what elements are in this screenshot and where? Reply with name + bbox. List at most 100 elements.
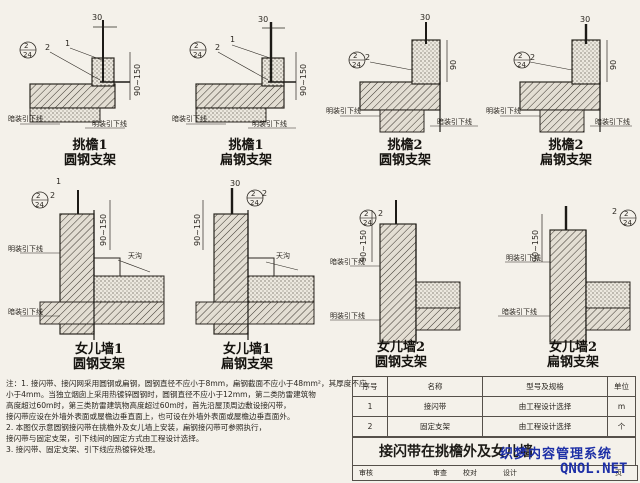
header-spec: 型号及规格 [482, 376, 608, 397]
drawing-labels: 30 30 30 30 30 2 1 2 1 2 2 2 1 2 2 2 2 2… [8, 13, 632, 320]
cell-spec: 由工程设计选择 [482, 416, 608, 437]
detail-eave2-flat [500, 24, 632, 133]
ref-top-g: 2 [364, 210, 368, 218]
ref-top-e: 2 [36, 192, 40, 200]
label-dark-down-d: 暗装引下线 [595, 117, 630, 126]
materials-table: 序号 名称 型号及规格 单位 1 接闪带 由工程设计选择 m 2 固定支架 由工… [352, 376, 636, 437]
caption-subtitle: 圆钢支架 [374, 355, 427, 370]
dim-30-e: 30 [230, 179, 240, 188]
note-line: 接闪带与固定支架，引下线间的固定方式由工程设计选择。 [6, 434, 204, 443]
sign-row: 审核 审查 校对 设计 页 [352, 465, 638, 481]
note-line: 注：1. 接闪带、接闪网采用圆钢或扁钢，圆钢直径不应小于8mm，扁钢截面不应小于… [6, 379, 367, 388]
ref-bottom-d: 24 [517, 61, 526, 69]
cell-no: 2 [352, 416, 388, 437]
item-1-a: 1 [65, 39, 70, 48]
caption-title: 女儿墙1 [222, 342, 272, 357]
label-exposed-down-a: 明装引下线 [92, 119, 127, 128]
label-gutter-e: 天沟 [128, 251, 142, 260]
caption-subtitle: 圆钢支架 [378, 153, 431, 168]
caption-title: 挑檐1 [72, 138, 108, 153]
caption-eave2-flat: 挑檐2 扁钢支架 [516, 138, 616, 168]
note-line: 接闪带应设在外墙外表面或屋檐边垂直面上，也可设在外墙外表面或屋檐边垂直面外。 [6, 412, 295, 421]
caption-title: 女儿墙2 [548, 340, 598, 355]
ref-top-f: 2 [251, 190, 255, 198]
label-dark-down-h: 暗装引下线 [502, 307, 537, 316]
caption-subtitle: 圆钢支架 [72, 357, 125, 372]
detail-eave1-flat [186, 22, 297, 129]
dim-90-150-a: 90~150 [133, 64, 142, 96]
item-2-d: 2 [530, 53, 535, 62]
cell-no: 1 [352, 396, 388, 417]
label-exposed-down-b: 明装引下线 [252, 119, 287, 128]
cell-name: 接闪带 [387, 396, 483, 417]
detail-parapet1-round [20, 190, 165, 340]
ref-bottom-f: 24 [250, 199, 259, 207]
note-line: 3. 接闪带、固定支架、引下线应热镀锌处理。 [6, 445, 160, 454]
cell-unit: m [607, 396, 636, 417]
label-exposed-down-c: 明装引下线 [326, 106, 361, 115]
dim-90-150-f: 90~150 [193, 214, 202, 246]
ref-bottom-e: 24 [35, 201, 44, 209]
ref-top-c: 2 [353, 52, 357, 60]
detail-parapet1-flat [195, 188, 315, 340]
caption-title: 挑檐1 [228, 138, 264, 153]
caption-subtitle: 圆钢支架 [63, 153, 116, 168]
sign-label-check: 审查 [433, 469, 447, 477]
caption-eave1-round: 挑檐1 圆钢支架 [40, 138, 140, 168]
caption-title: 女儿墙2 [376, 340, 426, 355]
header-unit: 单位 [607, 376, 636, 397]
cell-unit: 个 [607, 416, 636, 437]
dim-90-150-e: 90~150 [99, 214, 108, 246]
notes-block: 注：1. 接闪带、接闪网采用圆钢或扁钢，圆钢直径不应小于8mm，扁钢截面不应小于… [6, 378, 367, 455]
cell-name: 固定支架 [387, 416, 483, 437]
caption-parapet2-round: 女儿墙2 圆钢支架 [346, 340, 456, 370]
ref-bottom-g: 24 [363, 219, 372, 227]
cell-spec: 由工程设计选择 [482, 396, 608, 417]
caption-eave1-flat: 挑檐1 扁钢支架 [196, 138, 296, 168]
dim-90-d: 90 [609, 60, 618, 70]
sign-label-design: 设计 [503, 469, 517, 477]
caption-parapet1-flat: 女儿墙1 扁钢支架 [192, 342, 302, 372]
caption-title: 女儿墙1 [74, 342, 124, 357]
ref-bottom-c: 24 [352, 61, 361, 69]
ref-top-h: 2 [624, 210, 628, 218]
detail-parapet2-flat [498, 206, 637, 344]
label-dark-down-g: 暗装引下线 [330, 257, 365, 266]
ref-bottom-a: 24 [23, 51, 32, 59]
watermark-url: QNOL.NET [560, 461, 628, 477]
item-2-a: 2 [45, 43, 50, 52]
dim-30-b: 30 [258, 15, 268, 24]
caption-eave2-round: 挑檐2 圆钢支架 [355, 138, 455, 168]
sign-label-proof: 校对 [463, 469, 477, 477]
caption-subtitle: 扁钢支架 [539, 153, 592, 168]
label-exposed-down-d: 明装引下线 [486, 106, 521, 115]
dim-90-c: 90 [449, 60, 458, 70]
dim-30-d: 30 [580, 15, 590, 24]
note-line: 高度超过60m时，第三类防雷建筑物高度超过60m时，首先沿屋顶周边敷设接闪带， [6, 401, 291, 410]
item-2-e: 2 [50, 191, 55, 200]
item-2-b: 2 [215, 43, 220, 52]
table-row: 2 固定支架 由工程设计选择 个 [352, 416, 636, 437]
item-2-h: 2 [612, 207, 617, 216]
caption-title: 挑檐2 [548, 138, 584, 153]
label-dark-down-a: 暗装引下线 [8, 114, 43, 123]
label-exposed-down-h: 明装引下线 [506, 253, 541, 262]
item-2-c: 2 [365, 53, 370, 62]
ref-top-d: 2 [518, 52, 522, 60]
sign-label-page: 页 [615, 469, 622, 477]
caption-subtitle: 扁钢支架 [220, 357, 273, 372]
dim-30-a: 30 [92, 13, 102, 22]
label-dark-down-c: 暗装引下线 [437, 117, 472, 126]
note-line: 小于4mm。当独立烟囱上采用热镀锌圆钢时，圆钢直径不应小于12mm，第二类防雷建… [6, 390, 316, 399]
label-exposed-down-g: 明装引下线 [330, 311, 365, 320]
item-2-f: 2 [262, 189, 267, 198]
ref-bottom-h: 24 [623, 219, 632, 227]
watermark-text: 织梦内容管理系统 [500, 447, 613, 462]
table-row: 1 接闪带 由工程设计选择 m [352, 396, 636, 417]
detail-eave1-round [19, 20, 131, 129]
caption-subtitle: 扁钢支架 [219, 153, 272, 168]
dim-90-150-h: 90~150 [531, 230, 540, 262]
note-line: 2. 本图仅示意圆钢接闪带在挑檐外及女儿墙上安装，扁钢接闪带可参照执行， [6, 423, 267, 432]
label-exposed-down-e: 明装引下线 [8, 244, 43, 253]
